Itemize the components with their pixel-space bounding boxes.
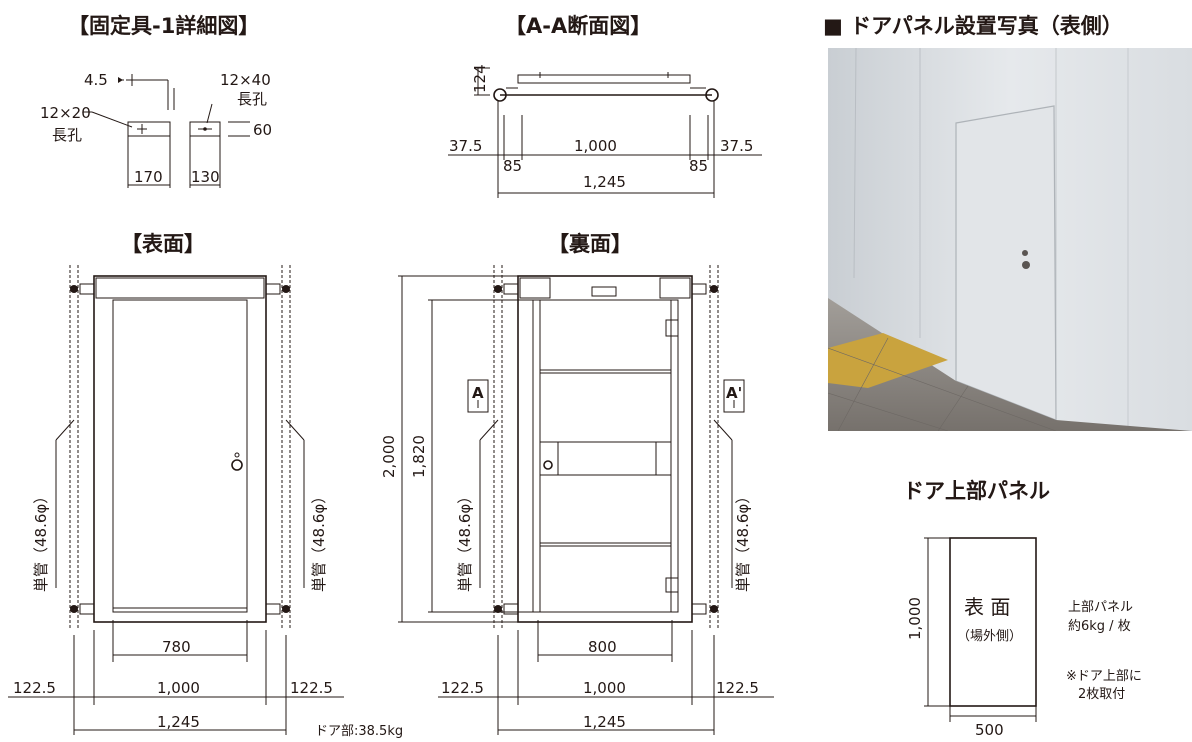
upper-panel-note-1: ※ドア上部に [1066, 669, 1142, 684]
dim-2000: 2,000 [380, 435, 398, 478]
dim-122-5-back-right: 122.5 [716, 679, 759, 697]
dim-170: 170 [134, 168, 163, 186]
back-view-title: 【裏面】 [548, 232, 632, 256]
upper-panel-face-sub: （場外側） [957, 629, 1022, 644]
back-view-drawing [398, 265, 774, 735]
dim-85-right: 85 [689, 157, 708, 175]
dim-37-5-left: 37.5 [449, 137, 482, 155]
dim-800: 800 [588, 638, 617, 656]
pipe-label-back-right: 単管（48.6φ） [734, 489, 752, 592]
dim-60: 60 [253, 121, 272, 139]
dim-1000-back: 1,000 [583, 679, 626, 697]
front-view-title: 【表面】 [121, 232, 205, 256]
pipe-label-front-right: 単管（48.6φ） [310, 489, 328, 592]
dim-1245-back: 1,245 [583, 713, 626, 731]
dim-1000-section: 1,000 [574, 137, 617, 155]
upper-panel-drawing [924, 537, 1037, 722]
dim-85-left: 85 [503, 157, 522, 175]
door-weight: ドア部:38.5kg [315, 724, 403, 739]
slot-12x40-label: 長孔 [237, 90, 267, 108]
pipe-label-back-left: 単管（48.6φ） [456, 489, 474, 592]
upper-panel-note-2: 2枚取付 [1078, 687, 1125, 702]
section-marker-a: A [472, 384, 484, 402]
section-aa-title: 【A-A断面図】 [505, 14, 651, 38]
section-marker-a-prime: A' [726, 384, 742, 402]
door-panel-photo [828, 48, 1192, 431]
dim-1000-front: 1,000 [157, 679, 200, 697]
fixture-detail-title: 【固定具-1詳細図】 [68, 14, 259, 38]
fixture-detail-drawing [83, 74, 250, 188]
dim-1245-section: 1,245 [583, 173, 626, 191]
slot-12x20-size: 12×20 [40, 104, 91, 122]
upper-panel-dim-500: 500 [975, 721, 1004, 739]
pipe-label-front-left: 単管（48.6φ） [32, 489, 50, 592]
door-panel-photo-drawing [828, 48, 1192, 431]
dim-37-5-right: 37.5 [720, 137, 753, 155]
photo-title: ■ ドアパネル設置写真（表側） [823, 14, 1123, 38]
slot-12x40-size: 12×40 [220, 71, 271, 89]
upper-panel-face: 表 面 [964, 595, 1010, 619]
upper-panel-dim-1000: 1,000 [906, 597, 924, 640]
slot-12x20-label: 長孔 [52, 126, 82, 144]
dim-1245-front: 1,245 [157, 713, 200, 731]
dim-1820: 1,820 [410, 435, 428, 478]
dim-124: 124 [471, 64, 489, 93]
section-aa-drawing [448, 67, 762, 198]
dim-122-5-front-left: 122.5 [13, 679, 56, 697]
dim-4-5: 4.5 [84, 71, 108, 89]
dim-122-5-back-left: 122.5 [441, 679, 484, 697]
dim-130: 130 [191, 168, 220, 186]
upper-panel-title: ドア上部パネル [903, 479, 1050, 503]
front-view-drawing [8, 265, 344, 735]
dim-780: 780 [162, 638, 191, 656]
upper-panel-weight-1: 上部パネル [1068, 600, 1133, 615]
dim-122-5-front-right: 122.5 [290, 679, 333, 697]
upper-panel-weight-2: 約6kg / 枚 [1068, 619, 1131, 634]
